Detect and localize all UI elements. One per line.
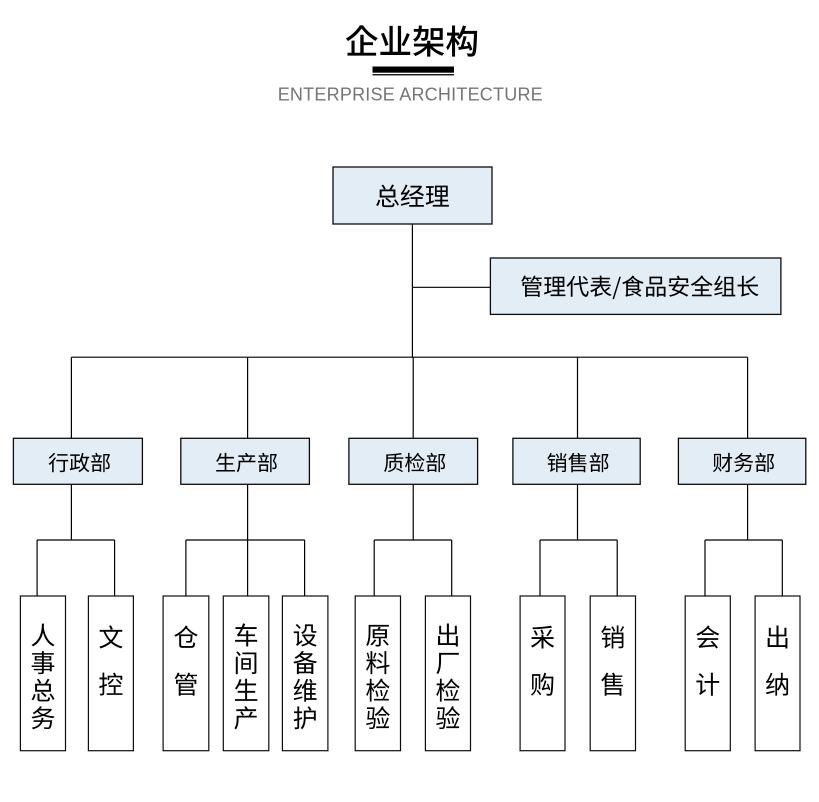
svg-text:ENTERPRISE ARCHITECTURE: ENTERPRISE ARCHITECTURE — [278, 85, 543, 105]
